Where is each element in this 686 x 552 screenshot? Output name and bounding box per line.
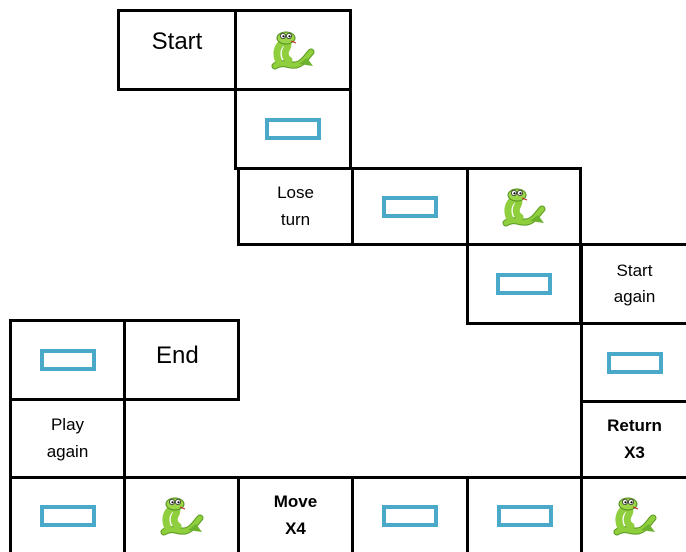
cell-play-again-label: Play again (46, 415, 89, 461)
cell-lose-turn-label: Lose turn (277, 183, 314, 229)
cell-return-x3-label: Return X3 (607, 416, 662, 462)
cell-return-x3: Return X3 (580, 400, 686, 479)
cell-lose-turn: Lose turn (237, 167, 354, 246)
cell-start-again-label: Start again (613, 260, 656, 306)
blank-box-icon (265, 118, 321, 140)
cell-move-x4-label: Move X4 (273, 492, 318, 538)
cell-blank-7 (9, 476, 126, 552)
snake-icon (613, 497, 656, 535)
blank-box-icon (39, 504, 96, 527)
cell-blank-2 (351, 167, 469, 246)
cell-move-x4: Move X4 (237, 476, 354, 552)
snake-icon (271, 31, 315, 70)
cell-snake-3 (580, 476, 686, 552)
cell-blank-8 (9, 319, 126, 401)
cell-blank-5 (466, 476, 583, 552)
blank-box-icon (39, 349, 96, 371)
cell-start: Start (117, 9, 237, 91)
cell-start-label: Start (151, 28, 203, 55)
cell-blank-3 (466, 243, 582, 325)
snake-icon (160, 497, 203, 535)
cell-end-label: End (156, 342, 199, 369)
cell-snake-1 (234, 9, 352, 91)
cell-blank-6 (351, 476, 469, 552)
cell-snake-2 (466, 167, 582, 246)
cell-start-again: Start again (580, 243, 686, 325)
blank-box-icon (606, 351, 663, 374)
cell-play-again: Play again (9, 398, 126, 479)
cell-snake-4 (123, 476, 240, 552)
blank-box-icon (382, 195, 438, 218)
cell-blank-4 (580, 322, 686, 403)
blank-box-icon (496, 273, 552, 295)
blank-box-icon (496, 504, 553, 527)
blank-box-icon (382, 504, 438, 527)
snake-icon (502, 188, 546, 226)
cell-blank-1 (234, 88, 352, 170)
cell-end: End (123, 319, 240, 401)
